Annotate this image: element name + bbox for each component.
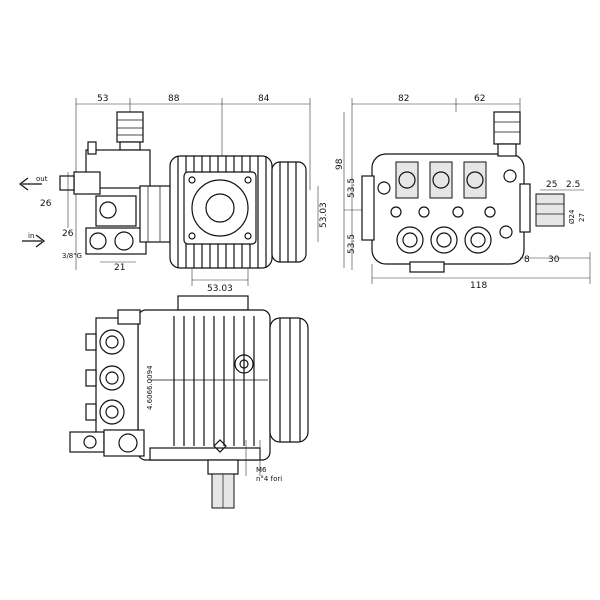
dim-21: 21 (114, 263, 125, 273)
top-fins (173, 316, 255, 446)
dim-d24: Ø24 (568, 209, 576, 224)
dim-53-5a: 53.5 (347, 178, 357, 198)
top-view: 4.6066.0094 M6 n°4 fori (69, 295, 309, 509)
dim-8: 8 (524, 255, 530, 265)
label-m6: M6 (256, 466, 267, 474)
dim-84: 84 (258, 94, 270, 104)
dim-53-03-right: 53.03 (319, 202, 329, 228)
dim-98: 98 (335, 158, 345, 170)
label-out: out (36, 175, 48, 183)
dim-88: 88 (168, 94, 180, 104)
label-n4-fori: n°4 fori (256, 475, 282, 483)
side-view: 53 88 84 out in 26 26 3/8"G 21 (19, 94, 329, 294)
dim-3-8: 3/8"G (62, 252, 82, 260)
dim-53-5b: 53.5 (347, 234, 357, 254)
dim-25: 25 (546, 180, 557, 190)
dim-82: 82 (398, 94, 409, 104)
dim-62: 62 (474, 94, 485, 104)
dim-27: 27 (578, 213, 586, 222)
part-number: 4.6066.0094 (146, 365, 154, 410)
dim-118: 118 (470, 281, 487, 291)
dim-26b: 26 (62, 229, 74, 239)
front-view: 82 62 98 53.5 53.5 (335, 94, 591, 291)
dim-53: 53 (97, 94, 108, 104)
dim-53-03-bottom: 53.03 (207, 284, 233, 294)
dim-26a: 26 (40, 199, 52, 209)
label-in: in (28, 232, 34, 240)
dim-30: 30 (548, 255, 560, 265)
dim-2-5: 2.5 (566, 180, 580, 190)
